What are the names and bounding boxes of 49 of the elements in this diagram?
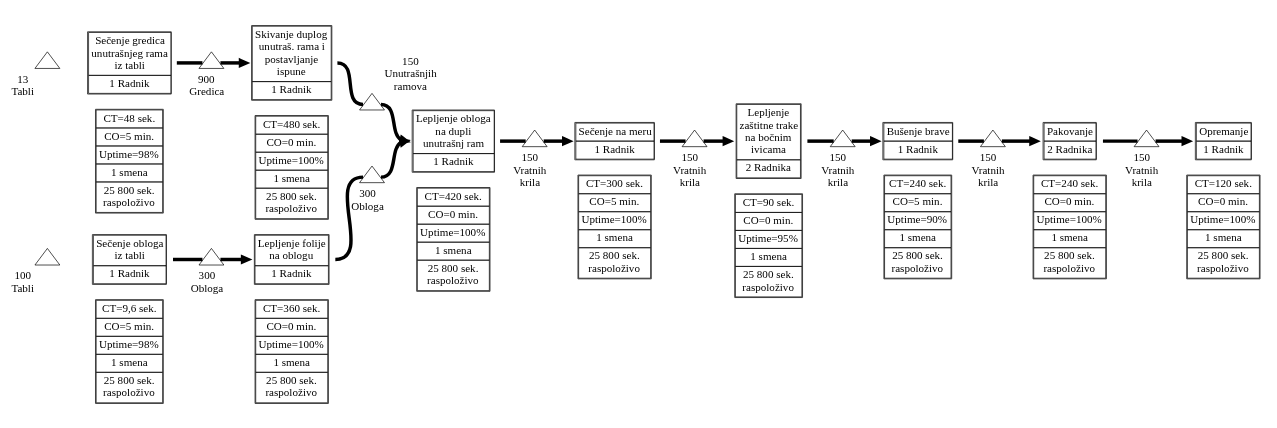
node-label: Tabli: [11, 84, 34, 97]
node-label: Obloga: [190, 281, 224, 294]
node-triangle: [681, 129, 708, 147]
arrow: [380, 137, 411, 179]
node-triangle: [359, 165, 385, 183]
arrow: [1155, 135, 1194, 146]
node-triangle: [198, 51, 225, 69]
node-label: 150: [402, 54, 419, 67]
connector: [337, 60, 364, 106]
node-triangle: [34, 51, 61, 69]
connector: [659, 138, 686, 143]
connector: [176, 60, 203, 65]
connector: [958, 138, 984, 143]
arrow: [543, 135, 574, 146]
arrow: [851, 135, 882, 146]
arrow: [220, 253, 253, 265]
node-label: 150: [1133, 150, 1150, 163]
node-label: 100: [14, 268, 32, 281]
node-triangle: [980, 129, 1006, 147]
node-triangle: [521, 129, 548, 147]
connector: [500, 138, 526, 143]
node-label: Vratnih krila: [821, 163, 855, 188]
node-label: 900: [197, 72, 215, 85]
node-label: Obloga: [351, 199, 384, 212]
node-label: Vratnih krila: [1125, 163, 1159, 188]
node-label: Tabli: [11, 281, 34, 294]
connector: [1102, 138, 1138, 143]
connector: [807, 138, 834, 143]
node-label: 150: [521, 150, 539, 163]
connector: [173, 257, 203, 261]
node-triangle: [829, 129, 856, 147]
node-triangle: [359, 92, 385, 110]
node-label: 300: [198, 268, 216, 281]
node-label: 13: [17, 72, 29, 85]
node-label: Unutrašnjih ramova: [384, 66, 437, 92]
node-label: Vratnih krila: [971, 163, 1005, 188]
node-label: Gredica: [189, 84, 225, 97]
node-label: Vratnih krila: [673, 163, 707, 188]
node-label: 150: [681, 150, 699, 163]
node-label: 300: [359, 186, 376, 199]
node-triangle: [34, 247, 61, 265]
node-label: 150: [979, 150, 997, 163]
node-label: 150: [829, 150, 847, 163]
arrow: [220, 57, 251, 68]
arrow: [703, 135, 735, 146]
node-triangle: [198, 247, 225, 265]
arrow: [1001, 135, 1041, 146]
node-triangle: [1133, 129, 1160, 147]
node-label: Vratnih krila: [513, 163, 547, 188]
